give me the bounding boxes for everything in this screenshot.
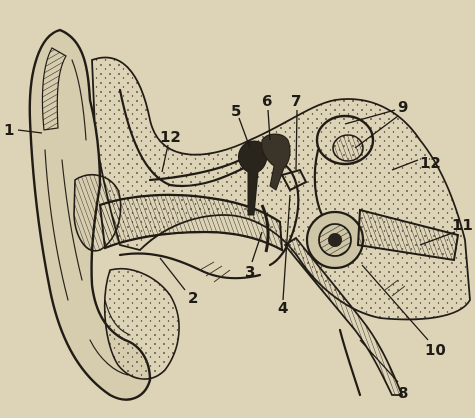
label-8: 8 bbox=[398, 384, 408, 402]
semicircular-canal-2 bbox=[333, 135, 363, 161]
label-9: 9 bbox=[398, 98, 408, 116]
label-11: 11 bbox=[452, 216, 473, 234]
label-1: 1 bbox=[4, 121, 14, 139]
label-6: 6 bbox=[262, 92, 272, 110]
label-2: 2 bbox=[188, 289, 198, 307]
label-5: 5 bbox=[231, 102, 241, 120]
label-7: 7 bbox=[291, 92, 301, 110]
label-3: 3 bbox=[245, 263, 255, 281]
label-12-right: 12 bbox=[420, 154, 441, 172]
label-12-left: 12 bbox=[160, 128, 181, 146]
label-10: 10 bbox=[425, 341, 446, 359]
label-4: 4 bbox=[278, 299, 288, 317]
